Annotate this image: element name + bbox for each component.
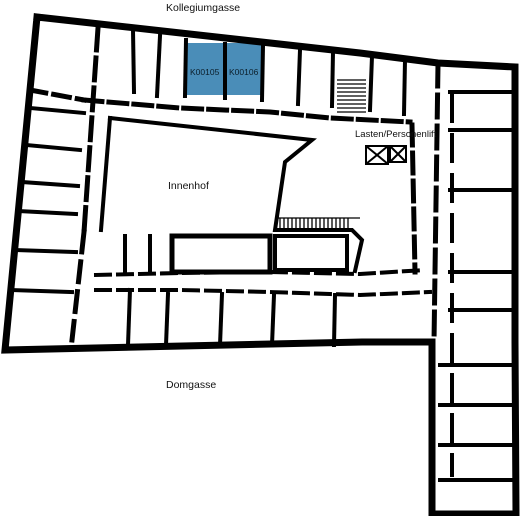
outer-wall bbox=[1, 13, 520, 516]
courtyard-label: Innenhof bbox=[168, 180, 209, 192]
street-label-bottom: Domgasse bbox=[166, 379, 217, 391]
room-label-k00106[interactable]: K00106 bbox=[229, 67, 259, 77]
street-label-top: Kollegiumgasse bbox=[166, 2, 241, 14]
staircase bbox=[337, 79, 366, 113]
room-k00106-area[interactable] bbox=[227, 43, 262, 95]
walls bbox=[1, 13, 520, 516]
room-label-k00105[interactable]: K00105 bbox=[190, 67, 220, 77]
lift-label: Lasten/Personenlift bbox=[355, 129, 437, 140]
room-k00105-area[interactable] bbox=[187, 43, 224, 95]
lift-shafts bbox=[365, 145, 407, 165]
courtyard-stairs bbox=[276, 217, 360, 232]
courtyard-wall bbox=[107, 115, 365, 274]
